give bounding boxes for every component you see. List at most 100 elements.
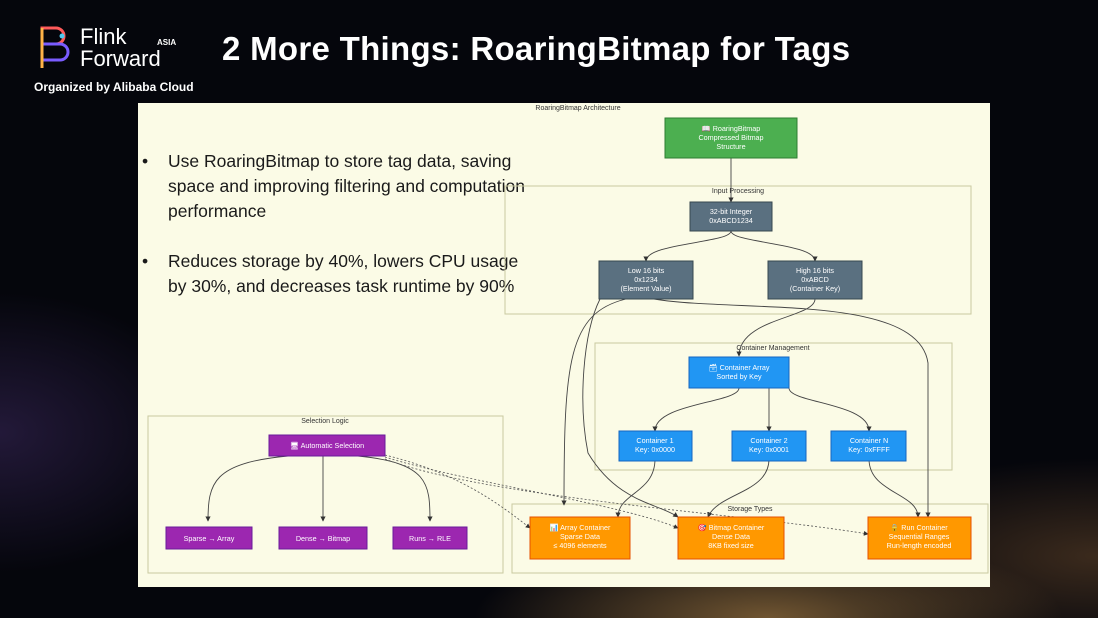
edge xyxy=(384,458,869,536)
node-line: Key: 0x0000 xyxy=(635,445,675,454)
node-automatic-selection: 🖥 Automatic Selection xyxy=(268,434,386,457)
node-line: 0xABCD1234 xyxy=(709,216,753,225)
content-panel: • Use RoaringBitmap to store tag data, s… xyxy=(138,103,990,587)
subgraph-label: Selection Logic xyxy=(301,418,349,425)
organizer-credit: Organized by Alibaba Cloud xyxy=(34,80,194,94)
node-sparse-array: Sparse → Array xyxy=(165,526,253,550)
node-box xyxy=(278,526,368,550)
node-low-16-bits: Low 16 bits 0x1234 (Element Value) xyxy=(598,260,694,300)
diagram-nodes: 📖 RoaringBitmap Compressed Bitmap Struct… xyxy=(165,117,972,560)
node-line: Sparse → Array xyxy=(184,534,235,543)
node-runs-rle: Runs → RLE xyxy=(392,526,468,550)
edge xyxy=(582,298,679,518)
node-box xyxy=(598,260,694,300)
node-line: Dense Data xyxy=(712,532,750,541)
architecture-diagram: RoaringBitmap Architecture Input Process… xyxy=(147,105,989,574)
node-line: Sequential Ranges xyxy=(889,532,950,541)
logo-line2: Forward xyxy=(80,46,161,71)
node-line: Dense → Bitmap xyxy=(296,534,350,543)
node-line: Compressed Bitmap xyxy=(698,133,763,142)
edge xyxy=(561,298,627,506)
edge xyxy=(643,230,732,262)
node-box xyxy=(529,516,631,560)
node-line: 📊 Array Container xyxy=(550,523,611,532)
node-line: 📖 RoaringBitmap xyxy=(702,124,761,133)
node-line: ≤ 4096 elements xyxy=(553,541,606,550)
node-line: (Container Key) xyxy=(790,284,840,293)
node-box xyxy=(830,430,907,462)
edge xyxy=(384,454,531,529)
node-array-container: 📊 Array Container Sparse Data ≤ 4096 ele… xyxy=(529,516,631,560)
node-box xyxy=(268,434,386,457)
diagram-title: RoaringBitmap Architecture xyxy=(535,105,620,112)
node-box xyxy=(677,516,785,560)
node-line: High 16 bits xyxy=(796,266,834,275)
node-container-array: 🗃 Container Array Sorted by Key xyxy=(688,356,790,389)
node-box xyxy=(392,526,468,550)
diagram-dotted-edges xyxy=(384,454,869,536)
node-box xyxy=(165,526,253,550)
subgraph-label: Container Management xyxy=(736,345,809,352)
edge xyxy=(653,298,931,518)
node-line: 🔒 Run Container xyxy=(890,523,948,532)
subgraph-label: Storage Types xyxy=(727,506,773,513)
node-container-n: Container N Key: 0xFFFF xyxy=(830,430,907,462)
node-line: 🎯 Bitmap Container xyxy=(698,523,765,532)
node-container-1: Container 1 Key: 0x0000 xyxy=(618,430,693,462)
edge xyxy=(730,230,818,262)
node-box xyxy=(664,117,798,159)
node-line: Container 1 xyxy=(636,436,673,445)
node-dense-bitmap: Dense → Bitmap xyxy=(278,526,368,550)
node-line: Low 16 bits xyxy=(628,266,665,275)
node-line: Run-length encoded xyxy=(887,541,952,550)
flink-logo-icon xyxy=(40,26,70,68)
slide-title: 2 More Things: RoaringBitmap for Tags xyxy=(222,30,851,67)
node-line: 8KB fixed size xyxy=(708,541,754,550)
node-line: Container 2 xyxy=(750,436,787,445)
subgraph-container-management xyxy=(594,342,953,471)
subgraph-selection-logic xyxy=(147,415,504,574)
node-run-container: 🔒 Run Container Sequential Ranges Run-le… xyxy=(867,516,972,560)
node-box xyxy=(731,430,807,462)
node-32bit-integer: 32-bit Integer 0xABCD1234 xyxy=(689,201,773,232)
node-box xyxy=(618,430,693,462)
node-box xyxy=(689,201,773,232)
bullet-text: Use RoaringBitmap to store tag data, sav… xyxy=(168,151,526,221)
node-box xyxy=(688,356,790,389)
node-line: Runs → RLE xyxy=(409,534,451,543)
node-line: 🖥 Automatic Selection xyxy=(290,441,364,450)
edge xyxy=(788,387,872,432)
node-line: Structure xyxy=(716,142,745,151)
bullet-dot: • xyxy=(142,151,149,171)
node-line: 32-bit Integer xyxy=(710,207,753,216)
node-roaringbitmap: 📖 RoaringBitmap Compressed Bitmap Struct… xyxy=(664,117,798,159)
diagram-edges xyxy=(205,158,931,522)
subgraph-storage-types xyxy=(511,503,989,574)
edge xyxy=(868,458,921,518)
edge xyxy=(736,298,816,357)
node-line: Sorted by Key xyxy=(716,372,762,381)
edge xyxy=(707,458,770,518)
subgraph-input-processing xyxy=(504,185,972,315)
edge xyxy=(357,455,433,522)
logo-region: ASIA xyxy=(157,38,177,47)
node-box xyxy=(867,516,972,560)
edge xyxy=(205,455,289,522)
node-line: 0xABCD xyxy=(801,275,829,284)
node-line: Key: 0x0001 xyxy=(749,445,789,454)
node-box xyxy=(767,260,863,300)
node-line: 🗃 Container Array xyxy=(708,363,769,372)
node-line: Sparse Data xyxy=(560,532,600,541)
edge xyxy=(384,456,679,529)
node-bitmap-container: 🎯 Bitmap Container Dense Data 8KB fixed … xyxy=(677,516,785,560)
node-line: Key: 0xFFFF xyxy=(848,445,890,454)
subgraph-label: Input Processing xyxy=(712,188,764,195)
bullet-text: Reduces storage by 40%, lowers CPU usage… xyxy=(168,251,519,296)
logo-line1: Flink xyxy=(80,24,127,49)
edge xyxy=(615,458,656,518)
bullet-dot: • xyxy=(142,251,149,271)
node-container-2: Container 2 Key: 0x0001 xyxy=(731,430,807,462)
node-line: Container N xyxy=(850,436,888,445)
node-high-16-bits: High 16 bits 0xABCD (Container Key) xyxy=(767,260,863,300)
node-line: (Element Value) xyxy=(621,284,672,293)
